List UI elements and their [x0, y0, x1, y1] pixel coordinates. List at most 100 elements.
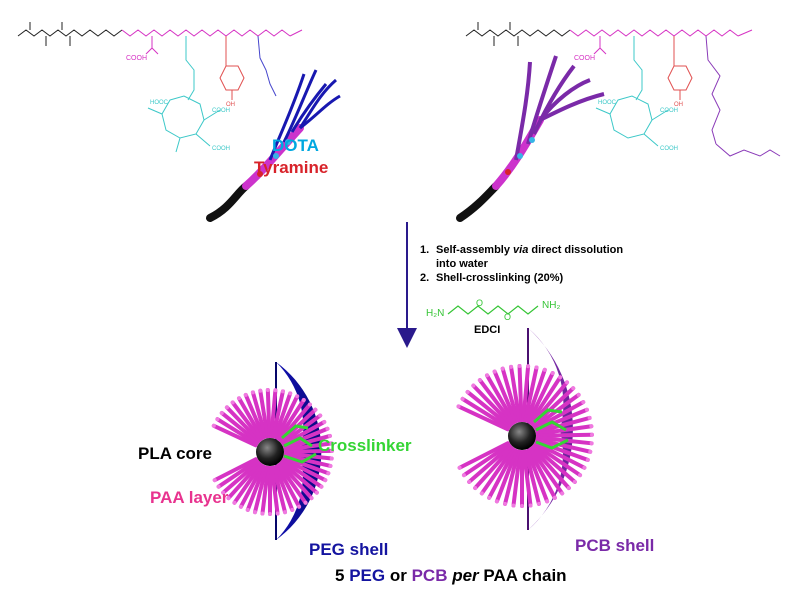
- paa-rod: [528, 375, 563, 425]
- crosslinks-right: [533, 408, 569, 450]
- paa-rod-tip: [221, 490, 226, 495]
- paa-rod-tip: [492, 369, 497, 374]
- paa-rod: [492, 369, 518, 424]
- paa-rod-tip: [572, 479, 577, 484]
- paa-rod-tip: [581, 400, 586, 405]
- structure-left-peg: [17, 22, 303, 153]
- procedure-step-2: 2. Shell-crosslinking (20%): [420, 271, 640, 285]
- paa-rod-tip: [461, 473, 466, 478]
- paa-rod: [530, 445, 571, 491]
- peg-shell-label: PEG shell: [309, 540, 389, 559]
- paa-rod-tip: [301, 398, 306, 403]
- paa-rod: [479, 447, 515, 496]
- paa-rod: [258, 388, 270, 439]
- paa-rod-tip: [471, 383, 476, 388]
- paa-rod-tip: [226, 496, 231, 501]
- paa-rod: [281, 458, 324, 489]
- paa-rod-tip: [216, 484, 221, 489]
- paa-rod: [456, 404, 510, 432]
- paa-rod: [221, 460, 260, 495]
- paa-rod-tip: [467, 479, 472, 484]
- paa-rod: [280, 460, 319, 495]
- paa-rod: [509, 364, 522, 423]
- caption-per: per: [452, 566, 479, 585]
- paa-rod-tip: [589, 432, 594, 437]
- paa-rod: [237, 396, 264, 441]
- micelle-right-pcb: [456, 328, 594, 530]
- paa-rod-tip: [545, 499, 550, 504]
- paa-rod: [523, 449, 541, 506]
- paa-rod-tip: [282, 510, 287, 515]
- paa-rod-tip: [275, 511, 280, 516]
- caption-or: or: [389, 566, 407, 585]
- paa-rod-tip: [245, 507, 250, 512]
- pla-core-right: [508, 422, 536, 450]
- paa-rod: [215, 417, 259, 446]
- paa-rod: [211, 423, 258, 448]
- structure-right-pcb: [465, 22, 781, 157]
- paa-rod-tip: [582, 465, 587, 470]
- paa-rod: [527, 371, 555, 424]
- paa-rod: [253, 465, 269, 515]
- paa-rod: [282, 457, 328, 483]
- step-text-part: Self-assembly: [436, 244, 514, 256]
- ether-o-1: O: [476, 298, 483, 308]
- ether-o-2: O: [504, 312, 511, 322]
- paa-rod: [269, 465, 280, 516]
- paa-rod-tip: [288, 391, 293, 396]
- brush-right: [456, 55, 605, 222]
- paa-rod-tip: [571, 386, 576, 391]
- step-text: Shell-crosslinking (20%): [436, 272, 564, 284]
- paa-rod-tip: [253, 510, 258, 515]
- paa-rod: [460, 396, 511, 430]
- paa-rod-tip: [560, 491, 565, 496]
- oh-text-left: OH: [226, 102, 235, 108]
- paa-rod-tip: [494, 499, 499, 504]
- paa-rod: [212, 457, 258, 483]
- paa-rod-tip: [323, 478, 328, 483]
- paa-rod: [533, 400, 586, 431]
- paa-rod-tip: [503, 501, 508, 506]
- paa-rod: [521, 449, 533, 508]
- paa-rod-tip: [307, 402, 312, 407]
- paa-rod-tip: [232, 500, 237, 505]
- cooh-dota-text-right-2: COOH: [660, 146, 678, 152]
- paa-rod-tip: [258, 388, 263, 393]
- paa-rod: [477, 378, 515, 426]
- paa-rod: [238, 464, 265, 509]
- paa-rod: [271, 465, 287, 515]
- caption-count: 5: [335, 566, 345, 585]
- cooh-text-right: COOH: [574, 55, 595, 62]
- paa-rod-tip: [536, 501, 541, 506]
- paa-rod-tip: [309, 496, 314, 501]
- paa-rod-tip: [327, 433, 332, 438]
- paa-rod: [534, 441, 587, 470]
- paa-rod-tip: [509, 364, 514, 369]
- paa-rod-tip: [326, 471, 331, 476]
- paa-rod: [511, 449, 523, 508]
- paa-rod: [471, 383, 513, 427]
- paa-rod: [535, 432, 594, 438]
- pla-core-left: [256, 438, 284, 466]
- paa-rod-tip: [457, 465, 462, 470]
- cooh-dota-text-right: COOH: [660, 108, 678, 114]
- step-text: Self-assembly via direct dissolution int…: [436, 243, 640, 271]
- paa-layer-right: [456, 364, 594, 508]
- micelle-left-peg: [211, 362, 334, 540]
- paa-rod-tip: [230, 400, 235, 405]
- amine-left-label: H₂N: [426, 308, 445, 319]
- paa-rod: [232, 463, 263, 505]
- paa-rod-tip: [328, 463, 333, 468]
- paa-rod-tip: [550, 371, 555, 376]
- paa-rod: [277, 463, 308, 505]
- paa-rod-tip: [564, 380, 569, 385]
- paa-rod-tip: [318, 413, 323, 418]
- step-text-em: via: [513, 244, 529, 256]
- paa-rod: [283, 451, 334, 461]
- paa-rod: [533, 442, 583, 478]
- paa-rod-tip: [325, 426, 330, 431]
- paa-rod: [216, 458, 259, 489]
- amine-right-label: NH₂: [542, 300, 561, 311]
- paa-rod-tip: [265, 388, 270, 393]
